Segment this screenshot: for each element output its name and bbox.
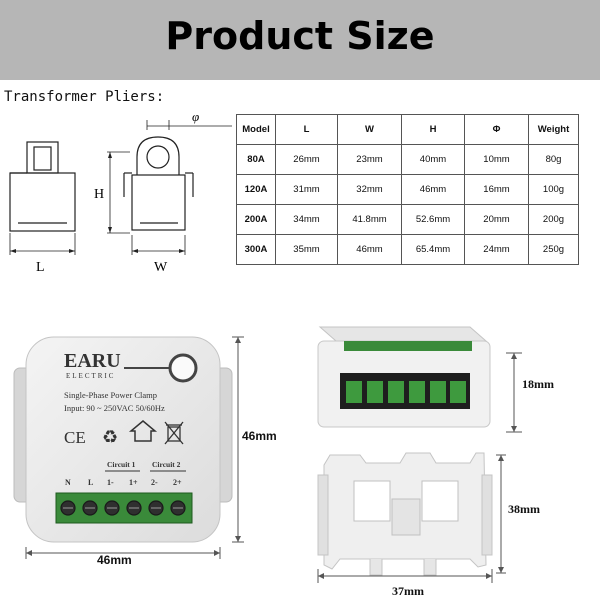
weee-bin-icon <box>164 421 184 445</box>
brand-logo: EARU <box>64 350 121 372</box>
table-cell: 32mm <box>337 174 402 205</box>
table-cell: 120A <box>236 174 276 205</box>
phi-label: φ <box>192 109 199 124</box>
col-l-header: L <box>275 114 338 145</box>
device-width-label: 46mm <box>97 553 132 567</box>
table-cell: 16mm <box>464 174 529 205</box>
circuit2-label: Circuit 2 <box>152 460 181 469</box>
h-label: H <box>94 187 104 202</box>
table-cell: 200A <box>236 204 276 235</box>
table-cell: 65.4mm <box>401 234 465 265</box>
transformer-drawing: φ H L W <box>9 109 232 275</box>
bracket-height-label: 38mm <box>508 502 540 516</box>
col-h-header: H <box>401 114 465 145</box>
brand-sub: ELECTRIC <box>66 372 115 380</box>
terminal-label: 2- <box>151 478 158 487</box>
terminal-label: 1- <box>107 478 114 487</box>
table-cell: 100g <box>528 174 579 205</box>
terminal-block <box>55 492 193 524</box>
bracket-center-tab <box>391 498 421 536</box>
transformer-pliers-label: Transformer Pliers: <box>4 89 165 105</box>
table-row: 300A 35mm 46mm 65.4mm 24mm 250g <box>236 234 579 265</box>
device-height-label: 46mm <box>242 429 277 443</box>
terminal-label: N <box>65 478 71 487</box>
table-cell: 40mm <box>401 144 465 175</box>
table-cell: 24mm <box>464 234 529 265</box>
table-cell: 300A <box>236 234 276 265</box>
table-cell: 23mm <box>337 144 402 175</box>
page-title: Product Size <box>165 14 435 58</box>
col-model-header: Model <box>236 114 276 145</box>
ce-icon: CE <box>64 428 86 447</box>
device-front-view: EARU ELECTRIC Single-Phase Power Clamp I… <box>13 336 277 567</box>
terminal-label: 2+ <box>173 478 182 487</box>
table-row: 200A 34mm 41.8mm 52.6mm 20mm 200g <box>236 204 579 235</box>
table-cell: 10mm <box>464 144 529 175</box>
table-cell: 35mm <box>275 234 338 265</box>
side-terminal-slots <box>346 381 466 403</box>
table-cell: 250g <box>528 234 579 265</box>
clamp-side-hole <box>146 145 170 169</box>
terminal-label: 1+ <box>129 478 138 487</box>
table-cell: 80g <box>528 144 579 175</box>
product-name: Single-Phase Power Clamp <box>64 390 157 400</box>
clamp-side-body <box>131 174 186 231</box>
table-cell: 31mm <box>275 174 338 205</box>
device-depth-label: 18mm <box>522 377 554 391</box>
bracket-view: 38mm 37mm <box>317 452 540 598</box>
col-w-header: W <box>337 114 402 145</box>
clamp-front-body <box>9 172 76 232</box>
table-cell: 200g <box>528 204 579 235</box>
table-cell: 34mm <box>275 204 338 235</box>
table-cell: 46mm <box>401 174 465 205</box>
side-top <box>318 326 488 342</box>
title-banner: Product Size <box>0 0 600 80</box>
terminal-label: L <box>88 478 93 487</box>
table-cell: 20mm <box>464 204 529 235</box>
device-side-view: 18mm <box>317 326 554 433</box>
col-phi-header: Φ <box>464 114 529 145</box>
circuit1-label: Circuit 1 <box>107 460 136 469</box>
bracket-cutout-left <box>353 480 391 522</box>
l-label: L <box>36 260 45 275</box>
col-weight-header: Weight <box>528 114 579 145</box>
w-label: W <box>154 260 168 275</box>
table-cell: 80A <box>236 144 276 175</box>
input-rating: Input: 90 ~ 250VAC 50/60Hz <box>64 403 165 413</box>
recycle-icon: ♻ <box>102 427 118 447</box>
bracket-cutout-right <box>421 480 459 522</box>
clamp-front-top <box>26 141 59 174</box>
screw-hole-icon <box>168 353 198 383</box>
bracket-width-label: 37mm <box>392 584 424 598</box>
clamp-side-ring <box>136 136 180 175</box>
side-terminal-top <box>344 341 472 351</box>
table-row: 120A 31mm 32mm 46mm 16mm 100g <box>236 174 579 205</box>
table-row: 80A 26mm 23mm 40mm 10mm 80g <box>236 144 579 175</box>
spec-table: Model L W H Φ Weight 80A 26mm 23mm 40mm … <box>236 114 579 265</box>
table-cell: 41.8mm <box>337 204 402 235</box>
table-cell: 46mm <box>337 234 402 265</box>
clamp-front-slot <box>33 146 52 171</box>
bracket-right-rail <box>481 474 493 556</box>
device-body <box>25 336 221 543</box>
terminal-screws <box>60 500 186 516</box>
indoor-use-icon <box>128 420 158 442</box>
table-cell: 26mm <box>275 144 338 175</box>
table-cell: 52.6mm <box>401 204 465 235</box>
bracket-left-rail <box>317 474 329 556</box>
spec-table-header-row: Model L W H Φ Weight <box>236 114 579 145</box>
